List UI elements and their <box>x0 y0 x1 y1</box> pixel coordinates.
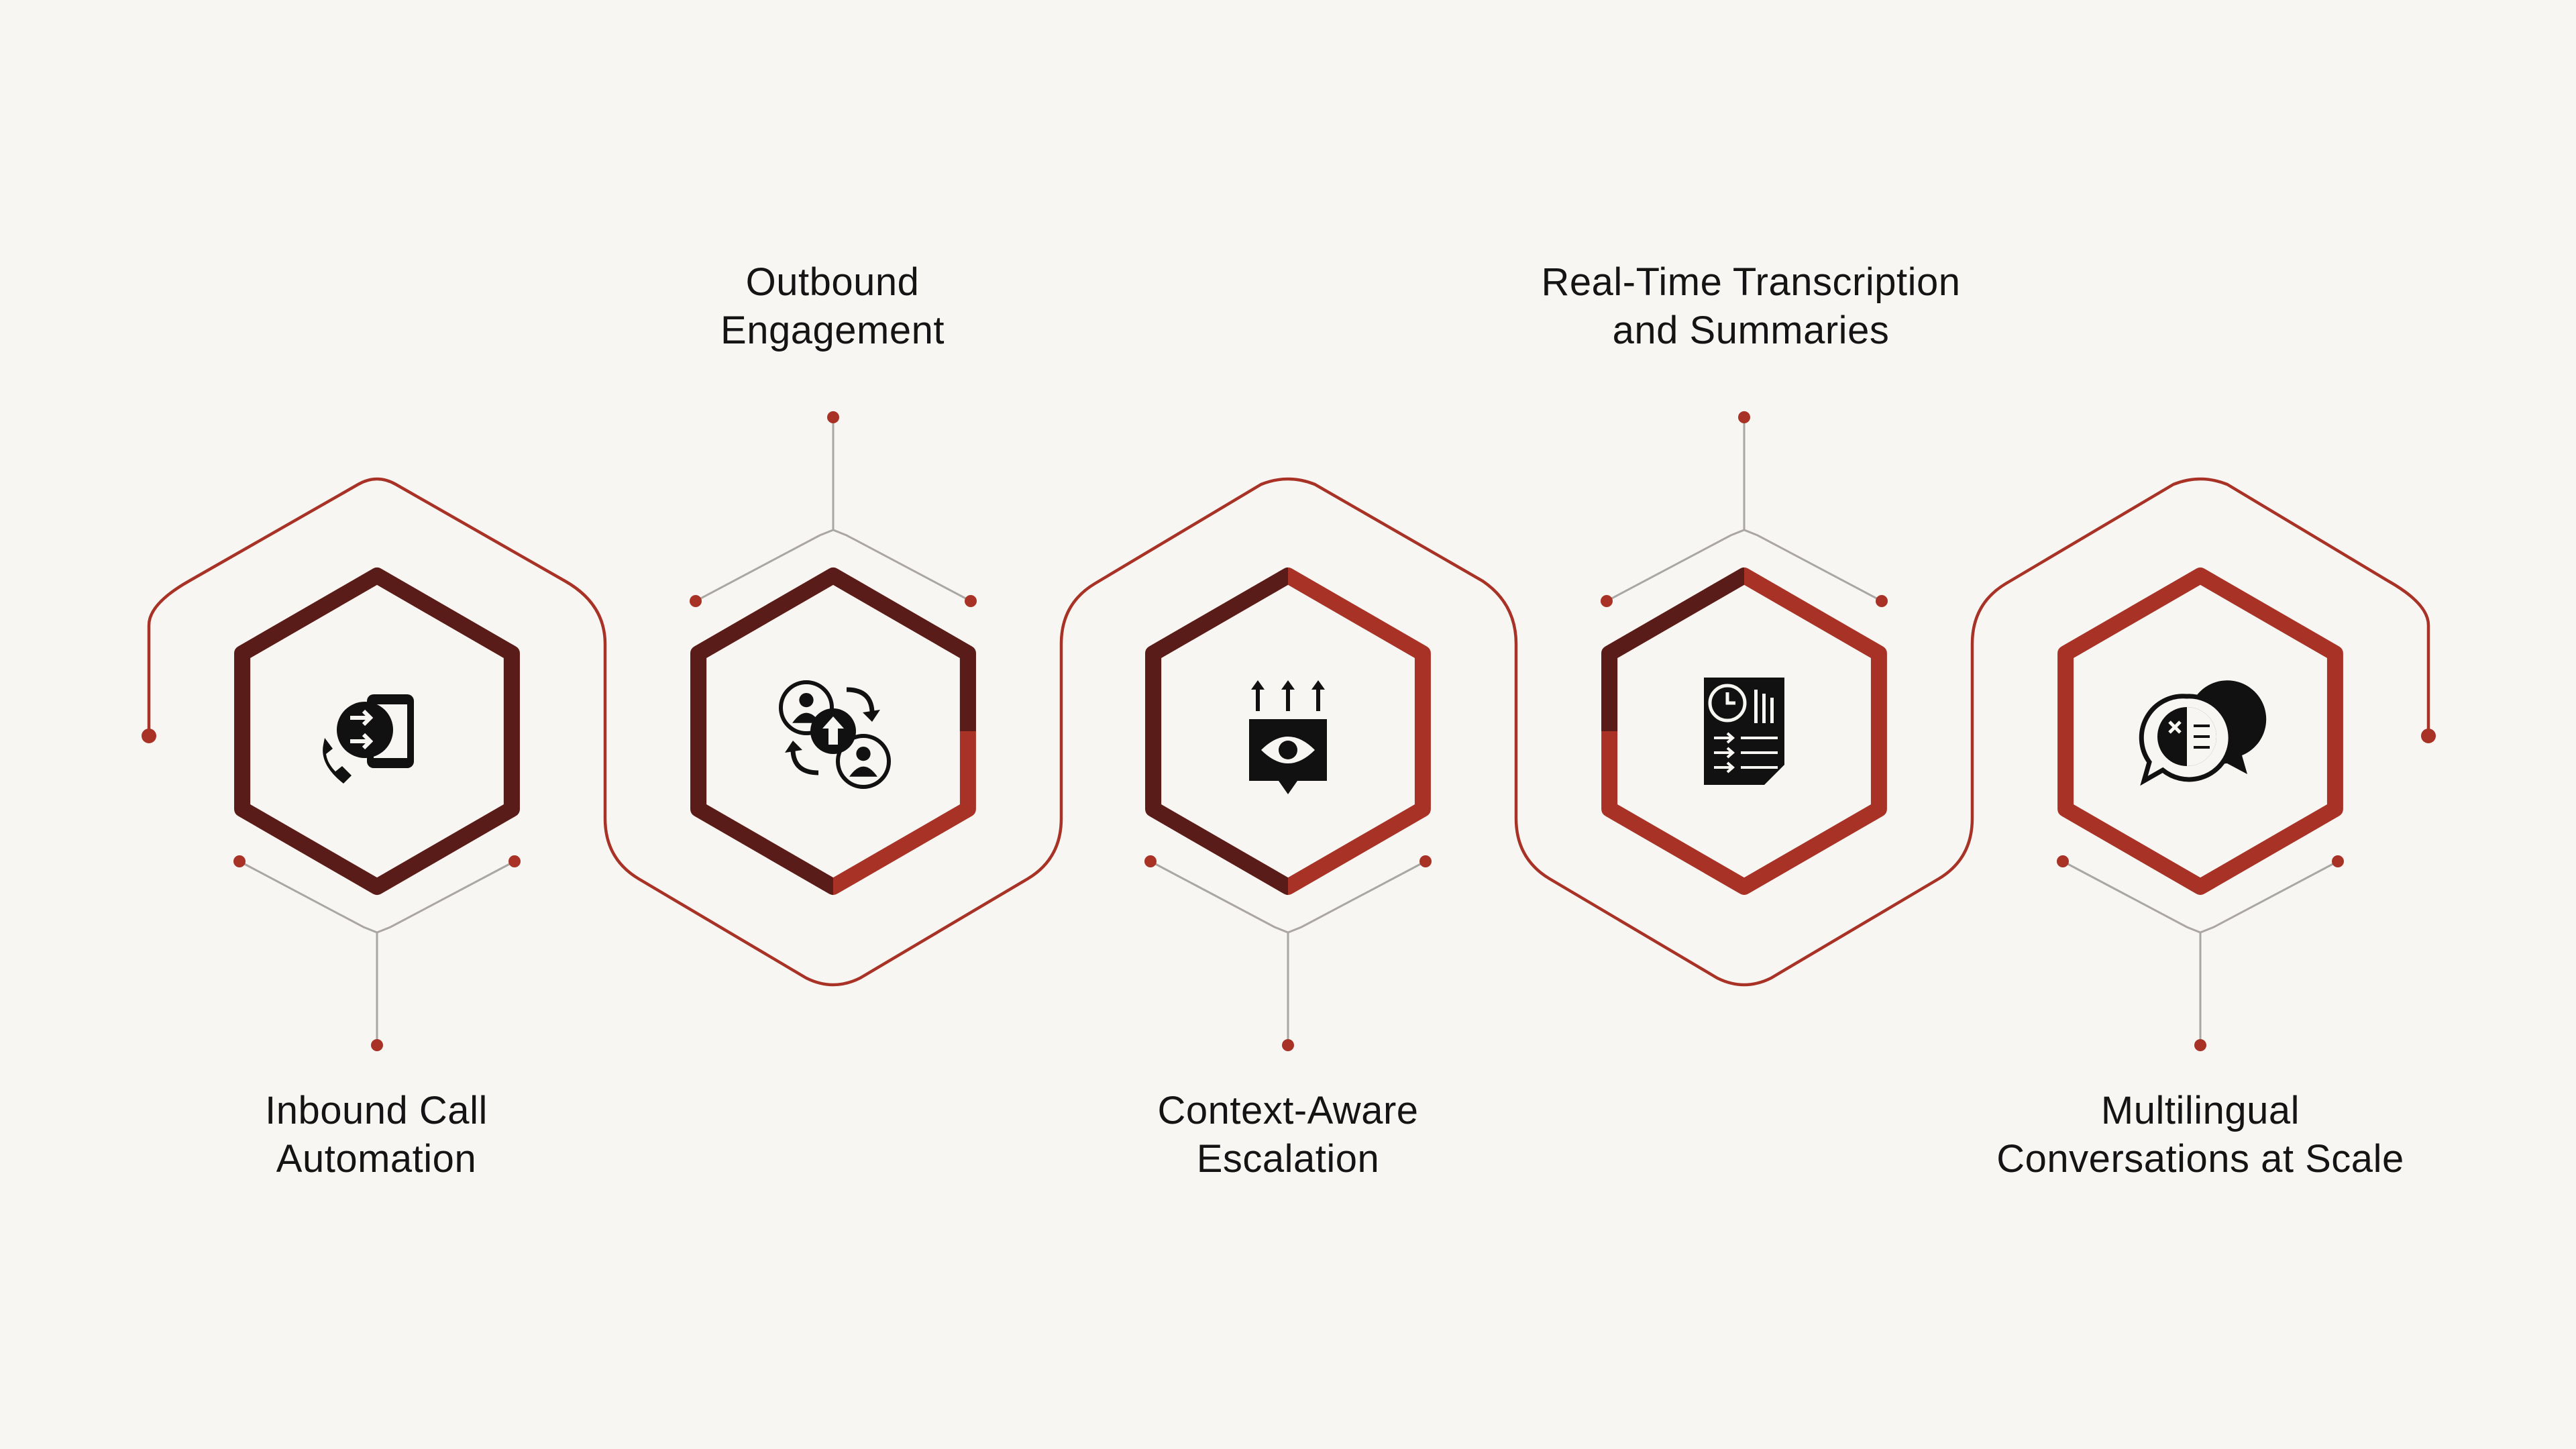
clock-hands <box>1725 692 1735 705</box>
label-inbound: Inbound Call Automation <box>74 1087 678 1183</box>
connector-outbound <box>690 411 977 607</box>
bar <box>1770 698 1774 723</box>
outer-wave-line <box>147 477 2430 987</box>
connector-dot-right <box>965 595 977 607</box>
icons <box>323 678 2267 794</box>
up-arrow <box>822 716 844 745</box>
legend-line <box>2194 724 2210 727</box>
transcript-document-icon <box>1704 678 1784 785</box>
connector-dot-stem <box>371 1039 383 1051</box>
label-outbound: Outbound Engagement <box>531 258 1134 355</box>
outer-wave-path <box>142 477 2436 987</box>
label-multilingual: Multilingual Conversations at Scale <box>1898 1087 2502 1183</box>
connector-dot-stem <box>2194 1039 2206 1051</box>
hexagons <box>234 568 2343 895</box>
connector-escalation <box>1144 855 1432 1051</box>
label-transcription-line-2: and Summaries <box>1612 309 1890 352</box>
connector-inbound <box>233 855 521 1051</box>
transcript-line <box>1741 751 1778 754</box>
escalation-arrow-head <box>1311 680 1325 690</box>
hexagon-progress <box>234 568 520 895</box>
label-inbound-line-2: Automation <box>276 1137 477 1181</box>
label-escalation: Context-Aware Escalation <box>986 1087 1590 1183</box>
handset <box>323 738 352 784</box>
cycle-arrowhead-bottom <box>785 741 802 753</box>
person-head <box>856 746 871 761</box>
label-multilingual-line-1: Multilingual <box>2100 1089 2300 1132</box>
connector-dot-right <box>1876 595 1888 607</box>
transcript-line <box>1741 737 1778 739</box>
connector-chevron <box>1150 860 1426 934</box>
hexagon-progress <box>1601 568 1744 731</box>
label-escalation-line-1: Context-Aware <box>1157 1089 1419 1132</box>
eye-escalation-icon <box>1249 680 1327 794</box>
connector-chevron <box>2062 860 2339 934</box>
connector-dot-left <box>2057 855 2069 867</box>
connector-dot-stem <box>827 411 839 423</box>
legend-line <box>2194 735 2210 738</box>
connector-dot-right <box>1419 855 1432 867</box>
hexagon-escalation <box>1145 568 1431 895</box>
transcript-arrow <box>1714 732 1735 744</box>
hexagon-inbound <box>234 568 520 895</box>
chat-bubbles-icon <box>2139 680 2267 786</box>
connector-dot-right <box>508 855 521 867</box>
connector-dot-left <box>1601 595 1613 607</box>
people-cycle-icon <box>779 680 891 789</box>
label-multilingual-line-2: Conversations at Scale <box>1996 1137 2404 1181</box>
outer-path-start-dot <box>142 729 156 743</box>
hexagon-progress <box>1145 568 1288 895</box>
hexagon-transcription <box>1601 568 1887 895</box>
hexagon-ring <box>2057 568 2343 895</box>
label-inbound-line-1: Inbound Call <box>265 1089 488 1132</box>
connector-transcription <box>1601 411 1888 607</box>
connector-dot-stem <box>1738 411 1750 423</box>
escalation-arrow-head <box>1251 680 1265 690</box>
label-outbound-line-1: Outbound <box>745 260 920 304</box>
phone-transfer-icon <box>323 694 414 784</box>
bar <box>1754 690 1758 723</box>
person-ring <box>779 680 834 735</box>
connector-chevron <box>695 529 971 602</box>
person-body <box>849 766 877 777</box>
connector-dot-left <box>690 595 702 607</box>
label-outbound-line-2: Engagement <box>720 309 945 352</box>
connectors <box>233 411 2344 1051</box>
label-escalation-line-2: Escalation <box>1196 1137 1380 1181</box>
eye-pupil <box>1279 741 1297 759</box>
connector-dot-left <box>233 855 246 867</box>
connector-multilingual <box>2057 855 2344 1051</box>
legend-line <box>2194 746 2210 749</box>
connector-dot-left <box>1144 855 1157 867</box>
connector-dot-stem <box>1282 1039 1294 1051</box>
connector-dot-right <box>2332 855 2344 867</box>
transcript-arrow <box>1714 761 1735 773</box>
transfer-arrows <box>350 709 374 750</box>
bar <box>1762 694 1766 723</box>
label-transcription-line-1: Real-Time Transcription <box>1541 260 1961 304</box>
escalation-arrow-head <box>1281 680 1295 690</box>
hexagon-progress <box>690 568 976 895</box>
clock-face <box>1708 684 1747 722</box>
connector-chevron <box>1606 529 1882 602</box>
x-mark <box>2168 720 2182 734</box>
person-ring <box>836 734 891 789</box>
connector-chevron <box>239 860 515 934</box>
hexagon-outbound <box>690 568 976 895</box>
label-transcription: Real-Time Transcription and Summaries <box>1449 258 2053 355</box>
cycle-arrowhead-top <box>863 710 880 722</box>
transcript-arrow <box>1714 747 1735 759</box>
outer-path-end-dot <box>2421 729 2436 743</box>
person-head <box>799 692 814 708</box>
transcript-line <box>1741 766 1778 769</box>
hexagon-multilingual <box>2057 568 2343 895</box>
